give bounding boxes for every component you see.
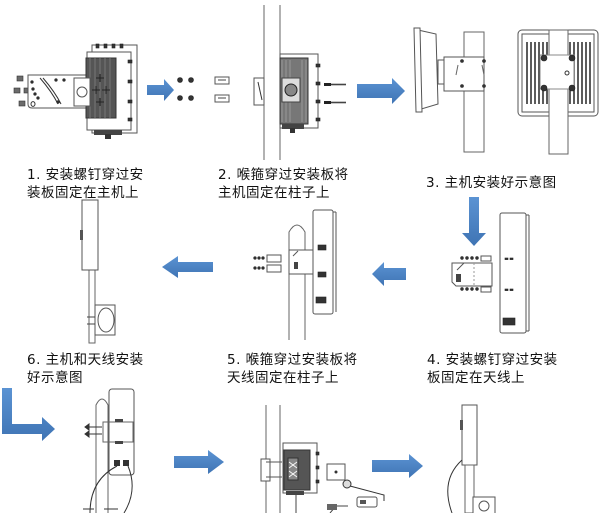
arrow-right-icon bbox=[372, 454, 423, 478]
step4-figure bbox=[451, 212, 530, 334]
antenna-panel bbox=[81, 199, 99, 271]
antenna-panel bbox=[499, 212, 527, 334]
side-view bbox=[413, 27, 486, 153]
host-unit-side bbox=[279, 53, 321, 133]
step6-caption-line1: 6. 主机和天线安装 bbox=[27, 352, 144, 368]
arrow-right-icon bbox=[174, 450, 224, 474]
step1-caption: 1. 安装螺钉穿过安 装板固定在主机上 bbox=[27, 166, 144, 202]
step6-caption: 6. 主机和天线安装 好示意图 bbox=[27, 351, 144, 387]
step3-figure bbox=[413, 27, 599, 155]
antenna-panel bbox=[312, 209, 334, 315]
step2-caption: 2. 喉箍穿过安装板将 主机固定在柱子上 bbox=[218, 166, 349, 202]
hose-clamps bbox=[253, 254, 282, 273]
arrow-right-icon bbox=[357, 78, 405, 104]
arrow-left-icon bbox=[162, 256, 213, 278]
pole bbox=[288, 224, 306, 340]
step5-figure bbox=[253, 209, 337, 340]
step4-caption: 4. 安装螺钉穿过安装 板固定在天线上 bbox=[427, 351, 558, 387]
step5-caption: 5. 喉箍穿过安装板将 天线固定在柱子上 bbox=[227, 351, 358, 387]
final-assembly-figure bbox=[447, 404, 496, 513]
step3-caption: 3. 主机安装好示意图 bbox=[426, 174, 557, 192]
arrow-left-icon bbox=[372, 262, 406, 286]
poe-adapter bbox=[356, 496, 378, 508]
step6-figure bbox=[80, 199, 116, 344]
step4-caption-line1: 4. 安装螺钉穿过安装 bbox=[427, 352, 558, 368]
step5-caption-line1: 5. 喉箍穿过安装板将 bbox=[227, 352, 358, 368]
nuts bbox=[177, 77, 194, 101]
back-view bbox=[517, 29, 599, 155]
mounting-plate bbox=[451, 262, 493, 287]
arrow-down-icon bbox=[462, 197, 486, 246]
host-unit bbox=[472, 496, 496, 513]
host-unit bbox=[73, 43, 138, 139]
step4-caption-line2: 板固定在天线上 bbox=[427, 370, 525, 386]
antenna-cable-figure bbox=[83, 388, 135, 513]
step3-caption-line1: 3. 主机安装好示意图 bbox=[426, 175, 557, 191]
step2-figure bbox=[214, 5, 346, 160]
antenna-panel bbox=[461, 404, 478, 466]
arrow-right-icon bbox=[147, 79, 174, 101]
pole bbox=[263, 5, 281, 160]
step2-caption-line1: 2. 喉箍穿过安装板将 bbox=[218, 167, 349, 183]
hose-clamps bbox=[214, 76, 230, 103]
arrow-bend-right-icon bbox=[2, 388, 55, 441]
step1-figure bbox=[13, 43, 138, 139]
step1-caption-line1: 1. 安装螺钉穿过安 bbox=[27, 167, 144, 183]
step6-caption-line2: 好示意图 bbox=[27, 370, 83, 386]
bolts-row bbox=[460, 255, 492, 293]
step5-caption-line2: 天线固定在柱子上 bbox=[227, 370, 339, 386]
mounting-plate bbox=[27, 74, 89, 109]
step2-caption-line2: 主机固定在柱子上 bbox=[218, 185, 330, 201]
bolts bbox=[324, 83, 346, 104]
host-poe-figure bbox=[260, 405, 385, 513]
step1-caption-line2: 装板固定在主机上 bbox=[27, 185, 139, 201]
screws bbox=[13, 75, 31, 107]
